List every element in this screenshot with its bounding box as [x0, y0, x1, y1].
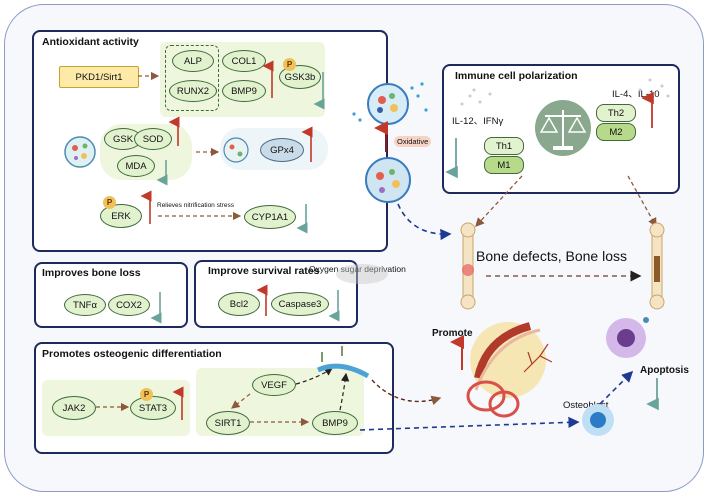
sod-node: SOD [134, 128, 172, 150]
bone-loss-title: Improves bone loss [42, 267, 141, 279]
th1-node: Th1 [484, 137, 524, 155]
osteogenic-title: Promotes osteogenic differentiation [42, 348, 222, 360]
antioxidant-title: Antioxidant activity [42, 36, 139, 48]
stat3-node: STAT3 [130, 396, 176, 420]
osteoblast-label: Osteoblast [563, 400, 609, 411]
m1-node: M1 [484, 156, 524, 174]
mda-node: MDA [117, 155, 155, 177]
oxidative-label: Oxidative [394, 136, 432, 147]
immune-title: Immune cell polarization [455, 70, 578, 82]
bmp9-node: BMP9 [222, 80, 266, 102]
phospho-marker: P [283, 58, 296, 71]
gpx4-node: GPx4 [260, 138, 304, 162]
apoptosis-label: Apoptosis [640, 365, 689, 376]
cox2-node: COX2 [108, 294, 150, 316]
stat3-phospho-marker: P [140, 388, 153, 401]
alp-node: ALP [172, 50, 214, 72]
relieves-stress-label: Relieves nitrification stress [157, 202, 234, 209]
il12-ifng-label: IL-12、IFNγ [452, 116, 504, 127]
runx2-node: RUNX2 [169, 80, 217, 102]
tnfa-node: TNFα [64, 294, 106, 316]
bone-loss-panel [34, 262, 188, 328]
pkd1-sirt1-box: PKD1/Sirt1 [59, 66, 139, 88]
alp-runx2-group [165, 45, 219, 111]
bcl2-node: Bcl2 [218, 292, 260, 316]
oxygen-sugar-label: Oxygen sugar deprivation [309, 264, 406, 274]
sirt1-node: SIRT1 [206, 411, 250, 435]
th2-node: Th2 [596, 104, 636, 122]
vegf-node: VEGF [252, 374, 296, 396]
bone-defects-label: Bone defects, Bone loss [476, 248, 627, 264]
il4-il10-label: IL-4、IL-10 [612, 89, 660, 100]
jak2-node: JAK2 [52, 396, 96, 420]
survival-title: Improve survival rates [208, 265, 320, 277]
m2-node: M2 [596, 123, 636, 141]
bmp9-osteo-node: BMP9 [312, 411, 358, 435]
erk-phospho-marker: P [103, 196, 116, 209]
cyp1a1-node: CYP1A1 [244, 205, 296, 229]
caspase3-node: Caspase3 [271, 292, 329, 316]
promote-label: Promote [432, 328, 473, 339]
